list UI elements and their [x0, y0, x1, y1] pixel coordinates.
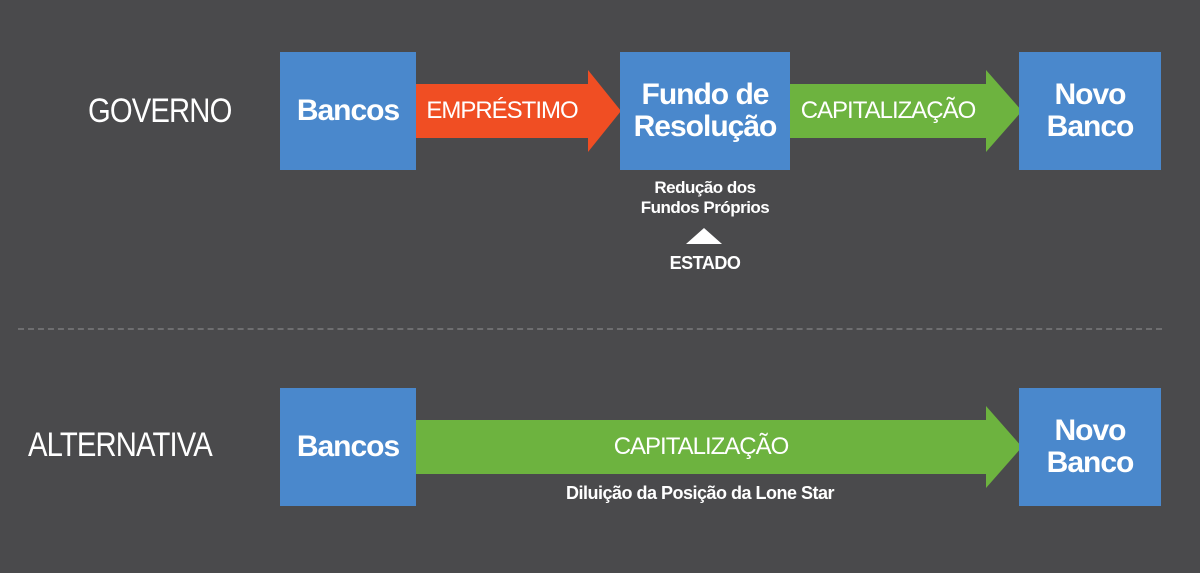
capitalizacao-arrow-body: CAPITALIZAÇÃO	[790, 84, 986, 138]
novo-banco-label: Novo Banco	[1046, 78, 1135, 143]
novo-banco-box-alternativa: Novo Banco	[1019, 388, 1161, 506]
emprestimo-arrow-head	[588, 70, 621, 152]
capitalizacao-arrow-head	[986, 406, 1022, 488]
up-arrow-icon	[686, 228, 722, 244]
capitalizacao-arrow-body: CAPITALIZAÇÃO	[416, 420, 986, 474]
bancos-box-label: Bancos	[296, 430, 400, 463]
emprestimo-arrow-label: EMPRÉSTIMO	[426, 97, 578, 124]
novo-banco-box-governo: Novo Banco	[1019, 52, 1161, 170]
fundo-resolucao-box: Fundo de Resolução	[620, 52, 790, 170]
fundo-resolucao-label: Fundo de Resolução	[633, 78, 778, 143]
row-label-alternativa: ALTERNATIVA	[28, 426, 213, 464]
capitalizacao-arrow-label: CAPITALIZAÇÃO	[613, 433, 790, 460]
capitalizacao-arrow-alternativa: CAPITALIZAÇÃO	[416, 406, 1022, 488]
reducao-fundos-caption: Redução dos Fundos Próprios	[640, 178, 770, 217]
emprestimo-arrow: EMPRÉSTIMO	[416, 70, 621, 152]
section-divider	[18, 328, 1162, 330]
capitalizacao-arrow-head	[986, 70, 1022, 152]
capitalizacao-arrow-label: CAPITALIZAÇÃO	[800, 97, 977, 124]
bancos-box-label: Bancos	[296, 94, 400, 127]
capitalizacao-arrow-governo: CAPITALIZAÇÃO	[790, 70, 1022, 152]
diluicao-caption: Diluição da Posição da Lone Star	[565, 483, 835, 503]
novo-banco-label: Novo Banco	[1046, 414, 1135, 479]
row-label-governo: GOVERNO	[88, 92, 232, 130]
bancos-box-alternativa: Bancos	[280, 388, 416, 506]
bancos-box-governo: Bancos	[280, 52, 416, 170]
emprestimo-arrow-body: EMPRÉSTIMO	[416, 84, 588, 138]
estado-caption: ESTADO	[669, 253, 741, 273]
